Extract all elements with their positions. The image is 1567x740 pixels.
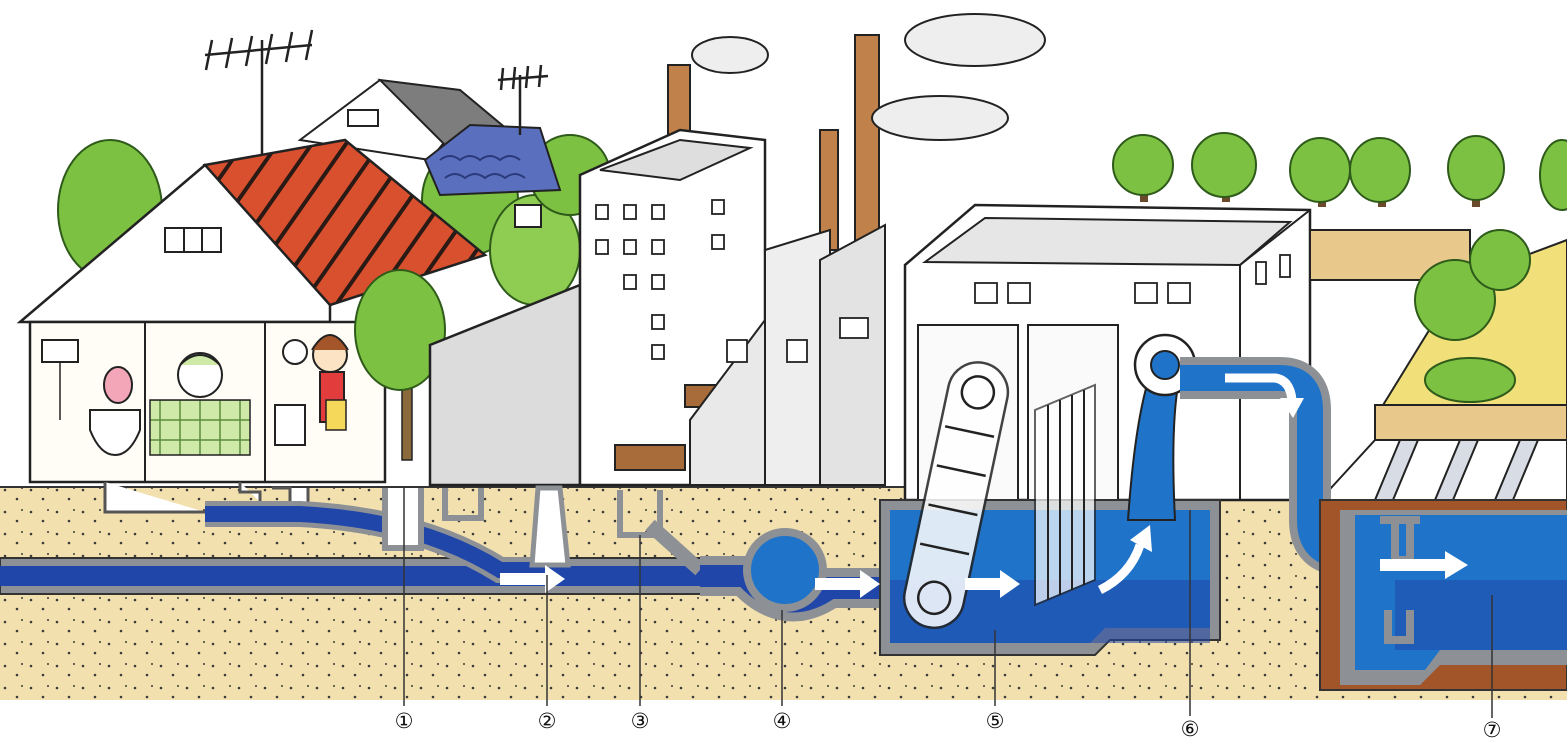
callout-6: ⑥ [1181,717,1200,740]
callout-1: ① [395,709,414,733]
callout-5: ⑤ [986,709,1005,733]
callout-7: ⑦ [1483,718,1502,740]
callout-2: ② [538,709,557,733]
callout-3: ③ [631,709,650,733]
callout-4: ④ [773,709,792,733]
